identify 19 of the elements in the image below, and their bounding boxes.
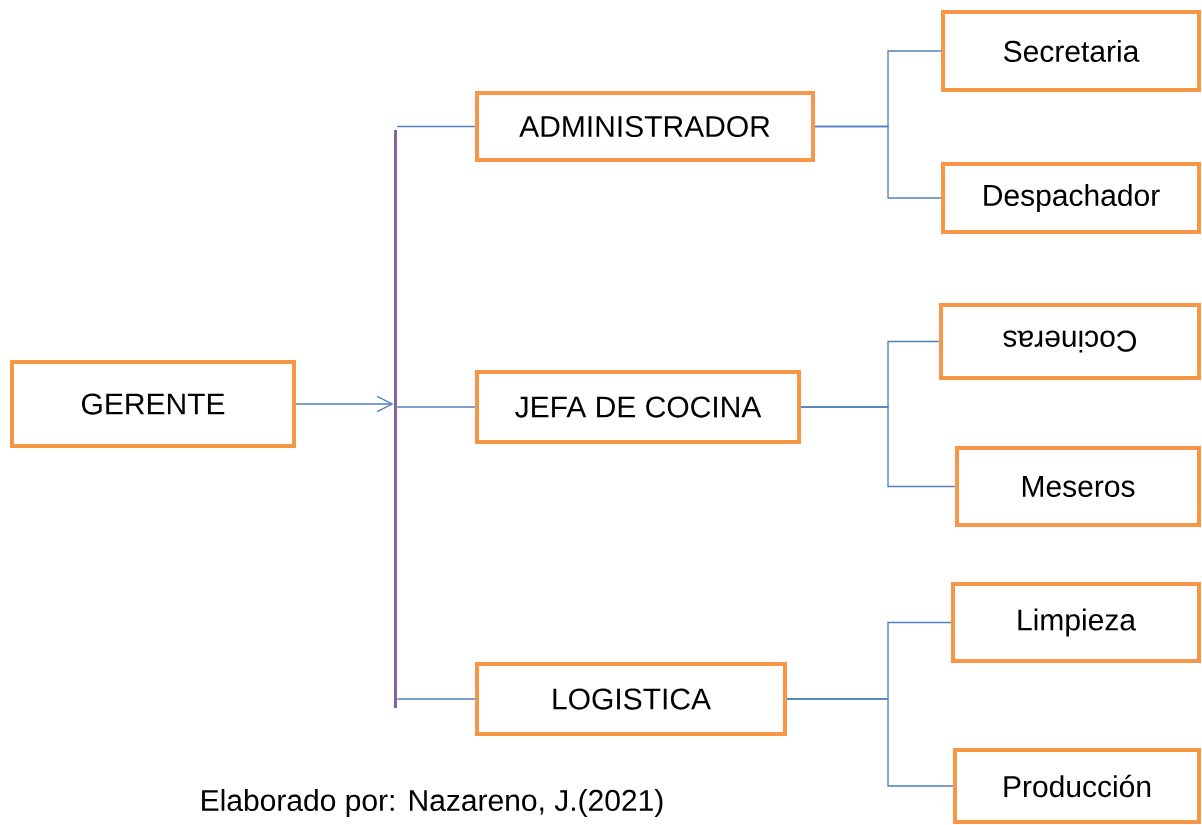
caption: Elaborado por: Nazareno, J.(2021) xyxy=(202,789,663,817)
org-box: Despachador xyxy=(941,162,1201,234)
org-box: Producción xyxy=(953,748,1201,824)
bus-line xyxy=(394,130,397,708)
connector-line xyxy=(396,406,476,408)
org-box: Secretaria xyxy=(941,10,1201,92)
connector-line xyxy=(800,406,956,488)
connector-line xyxy=(396,125,476,128)
org-box: JEFA DE COCINA xyxy=(475,370,801,444)
connector-line xyxy=(396,698,476,700)
org-box: GERENTE xyxy=(10,360,296,448)
org-box: Meseros xyxy=(955,446,1201,527)
connector-line xyxy=(814,125,942,199)
org-box: Cocineras xyxy=(939,303,1201,380)
connector-line xyxy=(786,698,954,787)
org-box: LOGISTICA xyxy=(475,662,787,736)
org-box: Limpieza xyxy=(951,582,1201,663)
connector-line xyxy=(295,395,394,413)
org-box: ADMINISTRADOR xyxy=(475,91,815,162)
